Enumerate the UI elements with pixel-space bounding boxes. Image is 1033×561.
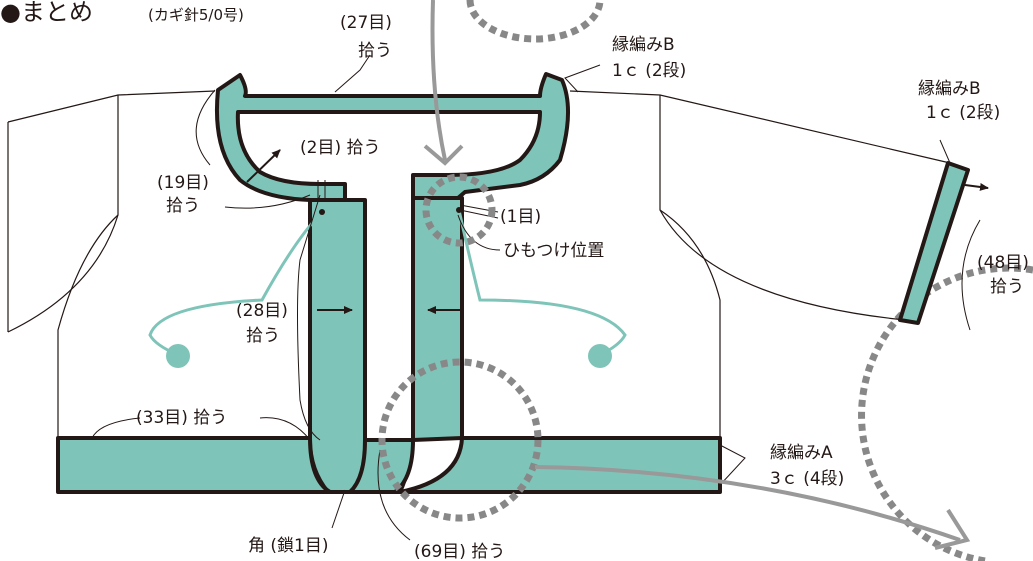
pickup-dashes [56, 94, 722, 488]
title-main: ●まとめ [0, 0, 93, 26]
dotted-circle-icon [466, 0, 1033, 561]
edging-b-top-spec: 1ｃ (2段) [612, 61, 686, 81]
circle-bobble-icon [588, 344, 612, 368]
hem-band-center [348, 438, 415, 494]
front-count: (28目) [236, 301, 288, 321]
detail-pointer-arrows [423, 0, 971, 550]
title-sub: (カギ針5/0号) [148, 6, 244, 24]
hem-back: (69目) 拾う [414, 542, 505, 561]
edging-b-sleeve-spec: 1ｃ (2段) [926, 103, 1000, 123]
tie-position: ひもつけ位置 [503, 241, 604, 261]
neckline-band [214, 72, 570, 202]
collar-pickup-count: (27目) [340, 13, 392, 33]
tie-cords [148, 207, 627, 368]
neck-side-verb: 拾う [166, 196, 200, 216]
hem-band-right [398, 436, 722, 494]
sleeve-verb: 拾う [990, 277, 1024, 297]
edging-b-top: 縁編みB [612, 35, 675, 55]
dotted-circle-icon [378, 173, 542, 522]
circle-bobble-icon [166, 344, 190, 368]
corner-chain: 角 (鎖1目) [248, 536, 328, 556]
edging-a: 縁編みA [770, 443, 833, 463]
neck-side-count: (19目) [157, 173, 209, 193]
sleeve-count: (48目) [977, 253, 1029, 273]
collar-pickup-verb: 拾う [358, 41, 392, 61]
neck-corner: (2目) 拾う [300, 138, 380, 158]
front-verb: 拾う [246, 326, 280, 346]
hem-side: (33目) 拾う [136, 408, 227, 428]
edging-a-spec: 3ｃ (4段) [770, 469, 844, 489]
sweater-body-outline [7, 90, 951, 438]
arrow-right-icon [246, 149, 989, 314]
hem-band [56, 436, 332, 494]
edging-b-sleeve: 縁編みB [918, 79, 981, 99]
edging-bands [56, 72, 970, 494]
sleeve-cuff-band [898, 161, 970, 325]
neck-corner-right: (1目) [500, 207, 541, 227]
